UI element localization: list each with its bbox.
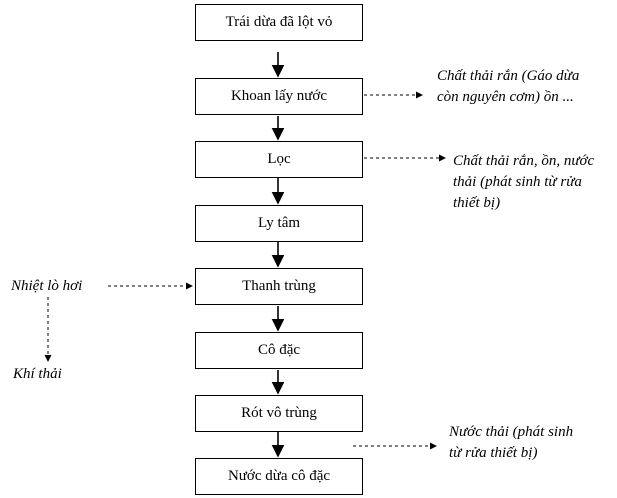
note-line: Chất thải rắn (Gáo dừa (437, 68, 580, 84)
step-label: Trái dừa đã lột vỏ (225, 14, 333, 30)
note-heat-input: Nhiệt lò hơi (11, 276, 82, 297)
note-khoan-waste: Chất thải rắn (Gáo dừa còn nguyên cơm) ồ… (437, 66, 579, 108)
step-box-3: Lọc (195, 141, 363, 178)
note-line: Chất thải rắn, ồn, nước (453, 153, 595, 169)
note-line: từ rửa thiết bị) (449, 445, 538, 461)
note-line: Khí thải (13, 366, 62, 382)
waste-arrows (44, 91, 446, 450)
note-exhaust: Khí thải (13, 364, 62, 385)
step-label: Lọc (267, 151, 291, 167)
step-label: Ly tâm (257, 215, 301, 231)
note-line: thiết bị) (453, 195, 501, 211)
step-label: Rót vô trùng (241, 405, 317, 421)
note-line: Nhiệt lò hơi (11, 278, 83, 294)
note-loc-waste: Chất thải rắn, ồn, nước thải (phát sinh … (453, 151, 594, 214)
note-rot-waste: Nước thải (phát sinh từ rửa thiết bị) (449, 422, 573, 464)
step-label: Cô đặc (257, 342, 301, 358)
step-box-8: Nước dừa cô đặc (195, 458, 363, 495)
step-box-4: Ly tâm (195, 205, 363, 242)
note-line: thải (phát sinh từ rửa (453, 174, 582, 190)
step-box-2: Khoan lấy nước (195, 78, 363, 115)
note-line: Nước thải (phát sinh (449, 424, 574, 440)
step-label: Khoan lấy nước (230, 88, 328, 104)
step-label: Thanh trùng (242, 278, 316, 294)
step-box-6: Cô đặc (195, 332, 363, 369)
step-box-5: Thanh trùng (195, 268, 363, 305)
step-box-7: Rót vô trùng (195, 395, 363, 432)
step-box-1: Trái dừa đã lột vỏ (195, 4, 363, 41)
note-line: còn nguyên cơm) ồn ... (437, 89, 574, 105)
step-label: Nước dừa cô đặc (227, 468, 331, 484)
